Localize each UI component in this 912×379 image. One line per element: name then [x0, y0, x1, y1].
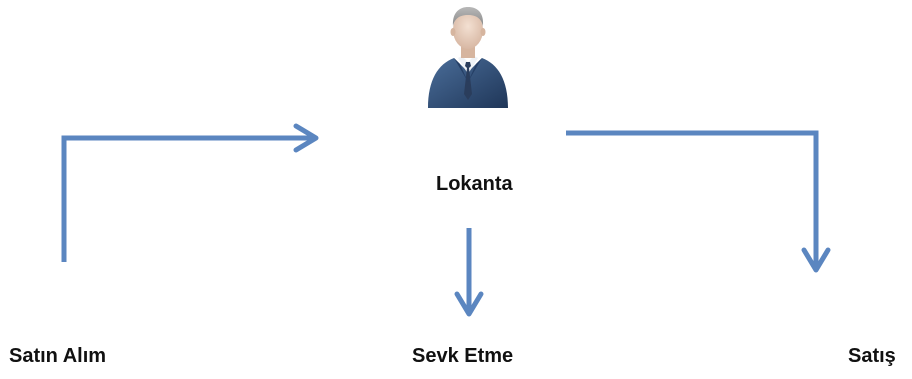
purchase-label: Satın Alım	[9, 345, 107, 367]
arrow-purchase-to-restaurant	[61, 123, 319, 262]
businessman-icon	[428, 7, 508, 108]
dispatch-label: Sevk Etme	[412, 345, 514, 367]
arrow-restaurant-to-sales	[566, 130, 831, 273]
arrow-restaurant-to-dispatch	[454, 228, 484, 317]
restaurant-label: Lokanta	[436, 173, 513, 195]
sales-label: Satış	[848, 345, 896, 367]
